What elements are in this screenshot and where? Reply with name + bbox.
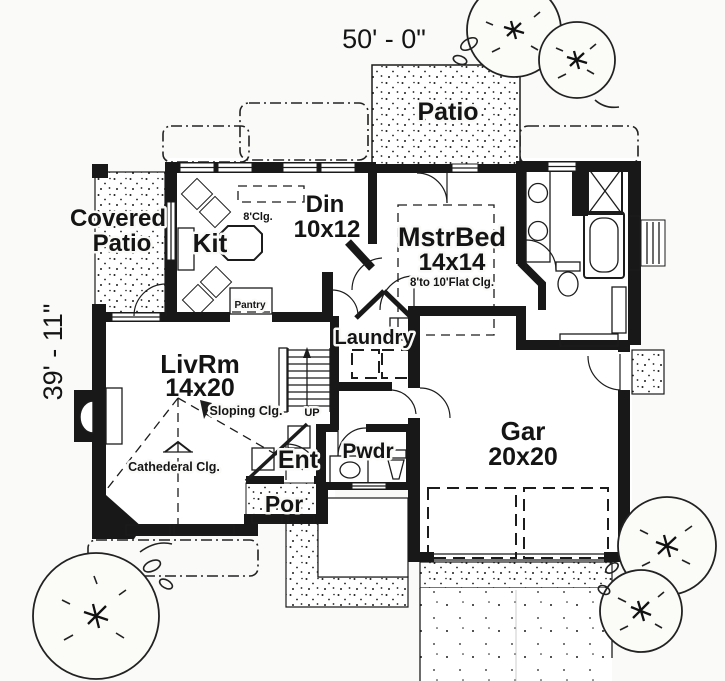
upper-cabinets <box>237 185 305 203</box>
ceiling-break-line <box>397 204 495 336</box>
room-size-dining: 10x12 <box>294 216 361 243</box>
kitchen-island <box>219 225 263 261</box>
bay-window <box>640 219 666 267</box>
master-ceiling-note: 8'to 10'Flat Clg. <box>410 277 494 289</box>
room-label-kitchen: Kit <box>193 228 228 258</box>
kitchen-fixtures <box>177 177 305 317</box>
door-arc <box>391 389 417 415</box>
windows <box>111 161 666 536</box>
floor-fill <box>100 158 640 562</box>
window <box>173 524 235 536</box>
stair-rail <box>278 347 288 413</box>
side-stoop <box>631 349 665 395</box>
tree-icon <box>452 0 620 109</box>
window <box>179 162 215 173</box>
room-label-patio: Patio <box>417 98 478 126</box>
tree-icon <box>32 542 174 680</box>
room-label-living: LivRm <box>160 349 239 379</box>
door-arc <box>379 275 415 311</box>
room-label-porch: Por <box>265 491 303 517</box>
tub-icon <box>583 211 625 279</box>
window <box>451 163 479 173</box>
door-arc <box>337 427 367 457</box>
sink-icon <box>527 182 549 204</box>
door-arc <box>525 239 557 271</box>
window <box>111 312 161 322</box>
room-label-master: MstrBed <box>398 222 506 252</box>
door-arc <box>133 283 167 317</box>
door-arc <box>416 172 448 204</box>
pantry-closet <box>229 287 273 315</box>
pantry-label: Pantry <box>234 300 266 311</box>
window <box>125 524 171 536</box>
door-arc <box>351 257 383 291</box>
window <box>320 162 356 173</box>
walls <box>74 161 641 562</box>
living-room-ceiling-lines <box>99 397 304 524</box>
room-label-entry: Ent <box>278 446 319 474</box>
hearth-icon <box>79 400 94 434</box>
dimension-height: 39' - 11" <box>38 304 68 401</box>
window <box>217 162 253 173</box>
ridge-marker-icon <box>164 440 192 453</box>
room-label-covered-patio-2: Patio <box>93 230 152 257</box>
window <box>547 161 577 172</box>
window <box>628 215 641 271</box>
window <box>282 162 318 173</box>
corner-sink-icon <box>180 177 214 211</box>
sloping-ceiling-note: Sloping Clg. <box>210 404 283 418</box>
garage-bays <box>427 487 609 559</box>
cathedral-ceiling-note: Cathederal Clg. <box>128 460 220 474</box>
room-label-powder: Pwdr <box>342 440 393 463</box>
room-label-covered-patio-1: Covered <box>70 205 166 232</box>
firebox <box>105 387 123 445</box>
door-arc <box>587 354 621 391</box>
stairs-up-label: UP <box>304 407 319 419</box>
room-size-master: 14x14 <box>419 249 486 276</box>
window <box>351 482 387 490</box>
doors <box>133 172 621 480</box>
entry-stoop <box>317 497 409 578</box>
door-arc <box>331 289 359 317</box>
window <box>251 514 283 524</box>
window <box>287 514 315 524</box>
entry-angled-wall <box>244 422 309 483</box>
sink-icon <box>527 220 549 242</box>
door-arc <box>285 443 321 480</box>
room-size-garage: 20x20 <box>488 443 558 471</box>
counter <box>177 227 195 271</box>
kitchen-ceiling-note: 8'Clg. <box>243 211 273 223</box>
entry-tile <box>251 425 311 471</box>
garage-door <box>432 553 606 561</box>
room-label-laundry: Laundry <box>335 327 415 349</box>
labels: 50' - 0" 39' - 11" Patio Covered Patio K… <box>38 24 558 520</box>
washer-icon <box>351 349 380 379</box>
closet-shelf <box>559 333 619 347</box>
range-icon <box>181 283 215 317</box>
room-patio <box>371 64 521 173</box>
driveway <box>419 561 613 681</box>
window <box>166 201 176 261</box>
door-arc <box>419 387 451 419</box>
dimension-width: 50' - 0" <box>342 24 426 54</box>
closet-shelf <box>611 286 627 334</box>
tree-icon <box>597 496 717 653</box>
sloping-marker-icon <box>200 400 212 419</box>
up-arrow-icon <box>303 347 311 358</box>
sink-icon <box>339 461 361 479</box>
room-label-dining: Din <box>306 191 345 218</box>
room-size-living: 14x20 <box>165 374 235 402</box>
room-label-garage: Gar <box>501 416 546 446</box>
